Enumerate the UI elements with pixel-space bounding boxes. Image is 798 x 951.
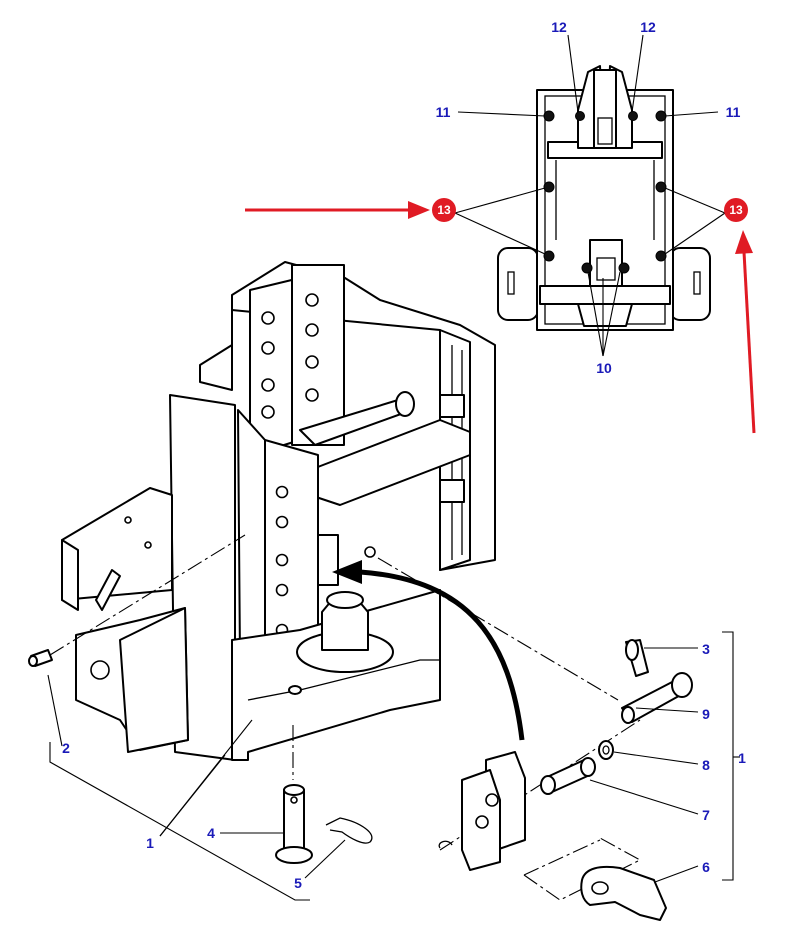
callout-12-right: 12 (640, 19, 656, 35)
main-leaders (47, 631, 740, 901)
arrow-left-icon (332, 560, 362, 584)
callout-4: 4 (207, 825, 215, 841)
inset-leaders (454, 34, 726, 357)
part-6-cam (580, 865, 667, 921)
part-8-washer (598, 740, 614, 760)
arrow-up-icon (735, 230, 753, 254)
callout-12-left: 12 (551, 19, 567, 35)
callout-1-right: 1 (738, 750, 746, 766)
callout-6: 6 (702, 859, 710, 875)
callout-3: 3 (702, 641, 710, 657)
callout-8: 8 (702, 757, 710, 773)
highlight-arrows (245, 201, 756, 434)
badge-13-left: 13 (432, 198, 456, 222)
callout-1-left: 1 (146, 835, 154, 851)
bracket-plates (438, 751, 526, 871)
callout-2: 2 (62, 740, 70, 756)
hitch-assembly (61, 261, 496, 761)
part-3-linchpin (625, 639, 649, 677)
badge-label: 13 (437, 203, 451, 217)
callout-11-left: 11 (436, 104, 451, 120)
callout-5: 5 (294, 875, 302, 891)
callout-7: 7 (702, 807, 710, 823)
part-5-clip (325, 817, 373, 844)
callout-9: 9 (702, 706, 710, 722)
part-7-bushing (540, 757, 596, 795)
part-2-pin (28, 649, 53, 667)
part-4-pin (275, 784, 313, 864)
arrow-right-icon (408, 201, 430, 219)
part-9-pin (621, 672, 693, 724)
callout-10: 10 (596, 360, 612, 376)
curved-arrow (332, 560, 525, 741)
callout-11-right: 11 (726, 104, 741, 120)
front-view-inset (497, 65, 711, 331)
badge-13-right: 13 (724, 198, 748, 222)
callout-labels: 12 12 11 11 10 3 9 8 1 7 6 2 1 4 5 (62, 19, 746, 891)
badge-label: 13 (729, 203, 743, 217)
